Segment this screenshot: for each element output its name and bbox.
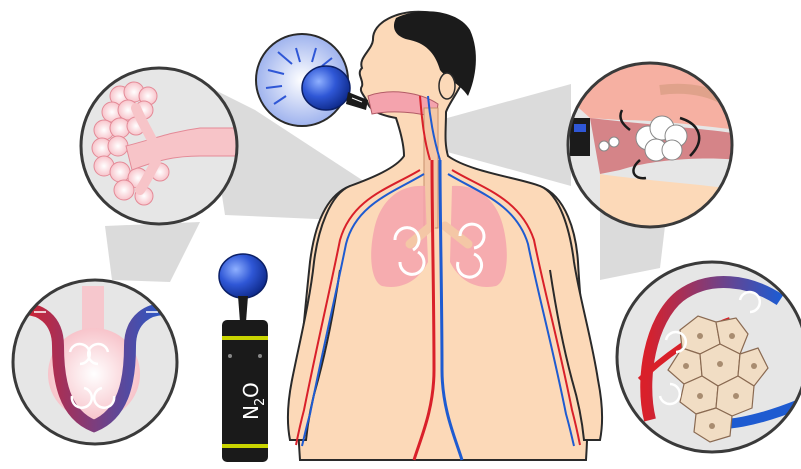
balloon-icon — [302, 66, 350, 110]
n2o-canister: N 2 O — [219, 254, 268, 462]
canister-balloon-icon — [219, 254, 267, 298]
canister-label-o: O — [239, 382, 263, 398]
balloon-pressure-callout — [256, 34, 368, 126]
inhalation-detail-icon — [560, 60, 740, 230]
canister-label-n: N — [239, 405, 263, 420]
alveoli-callout — [81, 68, 238, 224]
mouth-inhalation-callout — [560, 60, 740, 230]
ear — [439, 73, 455, 99]
tissue-capillary-callout — [617, 262, 801, 452]
alveolus-capillary-callout — [13, 280, 177, 444]
connector-alveolus-capillary — [105, 222, 200, 282]
